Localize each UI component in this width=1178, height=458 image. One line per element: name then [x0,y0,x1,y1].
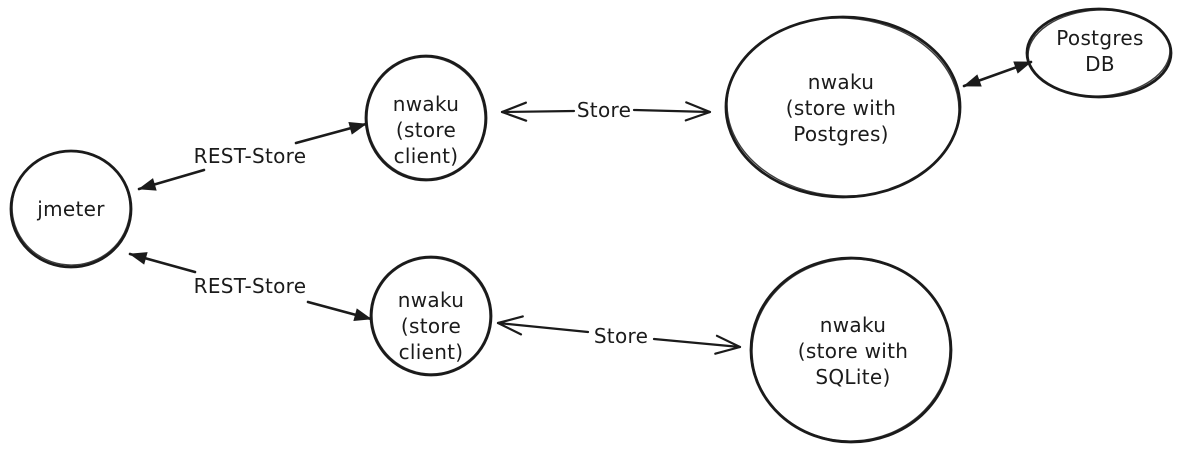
rest-store-bottom-arrow [130,254,371,319]
postgres-db-node-shape [1025,7,1173,99]
rest-store-bottom-arrow-label: REST-Store [193,274,307,298]
store-top-arrow-label: Store [576,98,632,122]
rest-store-top-arrow-label: REST-Store [193,144,307,168]
store-bottom-arrow [498,323,740,347]
jmeter-node-shape [9,149,133,269]
postgres-db-node-label: Postgres DB [1056,26,1144,76]
store-bottom-arrow-label: Store [593,324,649,348]
store-top-arrow [502,110,710,112]
store-client-top-node-label: nwaku (store client) [392,92,460,168]
store-client-bottom-node-label: nwaku (store client) [397,288,465,364]
store-postgres-node-label: nwaku (store with Postgres) [785,70,897,146]
rest-store-top-arrow [139,124,366,189]
postgres-db-arrow [962,60,1033,88]
store-sqlite-node-label: nwaku (store with SQLite) [797,313,909,389]
jmeter-node-label: jmeter [37,197,105,221]
